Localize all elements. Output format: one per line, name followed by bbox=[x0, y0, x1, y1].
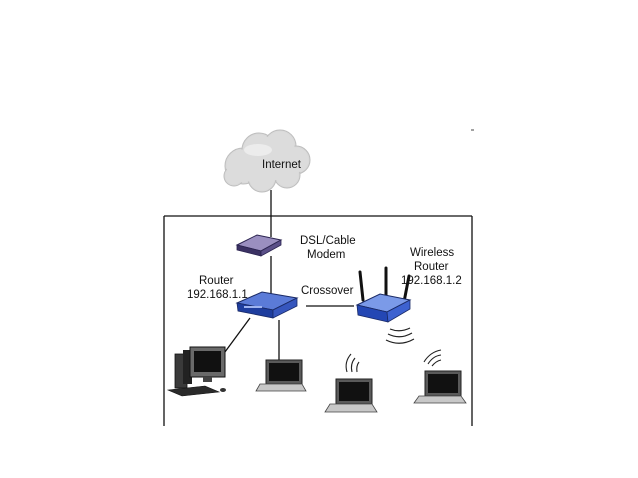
cloud-icon bbox=[223, 129, 311, 193]
wireless-router-icon bbox=[355, 266, 412, 323]
modem-icon bbox=[235, 234, 283, 257]
router-to-desktop-link bbox=[221, 317, 251, 357]
laptop-icon-1 bbox=[255, 359, 307, 392]
wifi-signal-icon-3 bbox=[423, 349, 442, 367]
crossover-label: Crossover bbox=[301, 285, 354, 297]
wireless-router-label-line1: Wireless bbox=[410, 247, 454, 259]
desktop-computer-icon bbox=[166, 346, 226, 397]
laptop-icon-3 bbox=[413, 370, 467, 404]
network-boundary bbox=[163, 215, 473, 426]
wifi-signal-icon-2 bbox=[345, 353, 360, 373]
wifi-signal-icon bbox=[385, 327, 415, 344]
wireless-router-label-line3: 192.168.1.2 bbox=[401, 275, 462, 287]
router-label-line1: Router bbox=[199, 275, 234, 287]
modem-label-line1: DSL/Cable bbox=[300, 235, 356, 247]
connections bbox=[221, 190, 354, 360]
wireless-router-label-line2: Router bbox=[414, 261, 449, 273]
laptop-icon-2 bbox=[324, 378, 378, 413]
internet-label: Internet bbox=[262, 159, 302, 171]
modem-label-line2: Modem bbox=[307, 249, 345, 261]
router-label-line2: 192.168.1.1 bbox=[187, 289, 248, 301]
router-icon bbox=[235, 291, 299, 319]
